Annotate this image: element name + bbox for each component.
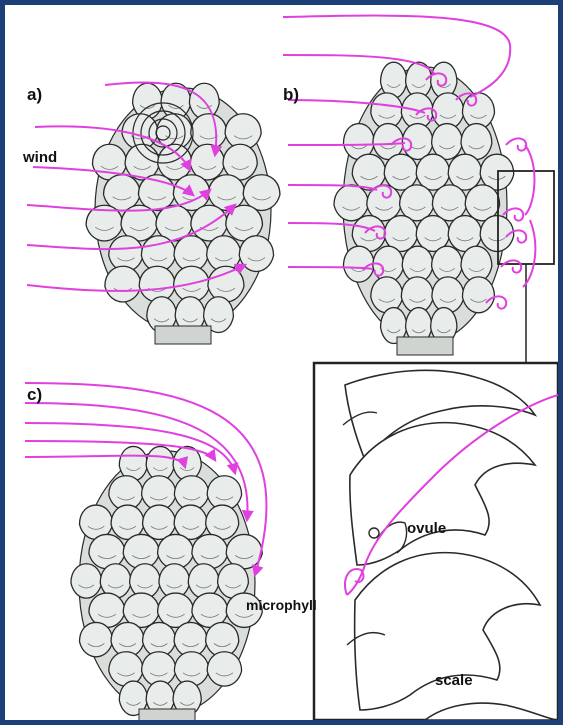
cone-scale [174, 652, 208, 686]
microphyll-label: microphyll [246, 597, 317, 613]
wind-label: wind [22, 149, 57, 166]
cone-scale [431, 62, 457, 98]
inset-cross-section [314, 363, 558, 720]
cone-scale [139, 266, 175, 302]
cone-scale [416, 154, 450, 190]
cone-scale [334, 185, 368, 221]
panel-c-label: c) [27, 385, 42, 404]
cone-scale [109, 652, 143, 686]
cone-scale [192, 534, 228, 568]
cone-stalk [397, 337, 453, 355]
wind-arrow-icon [525, 145, 534, 215]
cone-stalk [139, 709, 195, 720]
cone-scale [462, 277, 494, 313]
cone-scale [105, 266, 141, 302]
cone-a-drawing [86, 83, 280, 344]
cone-scale [402, 124, 433, 160]
panel-a-label: a) [27, 85, 42, 104]
cone-c-drawing [71, 446, 262, 720]
ovule-label: ovule [407, 520, 446, 537]
cone-scale [208, 266, 244, 302]
wind-curl-icon [501, 260, 521, 272]
cone-scale [432, 277, 464, 313]
cone-stalk [155, 326, 211, 344]
panel-b-label: b) [283, 85, 299, 104]
scale-label: scale [435, 672, 473, 689]
wind-arrow-icon [523, 220, 535, 287]
wind-arrow-icon [288, 267, 373, 269]
cone-scale [143, 505, 176, 539]
wind-curl-icon [506, 138, 526, 150]
cone-scale [207, 652, 241, 686]
cone-scale [371, 277, 403, 313]
cone-scale [79, 622, 112, 656]
cone-scale [158, 144, 192, 180]
pine-cone-airflow-diagram: a) b) c) wind ovule microphyll scale [5, 5, 558, 720]
cone-scale [71, 564, 102, 598]
cone-b-drawing [334, 62, 514, 355]
